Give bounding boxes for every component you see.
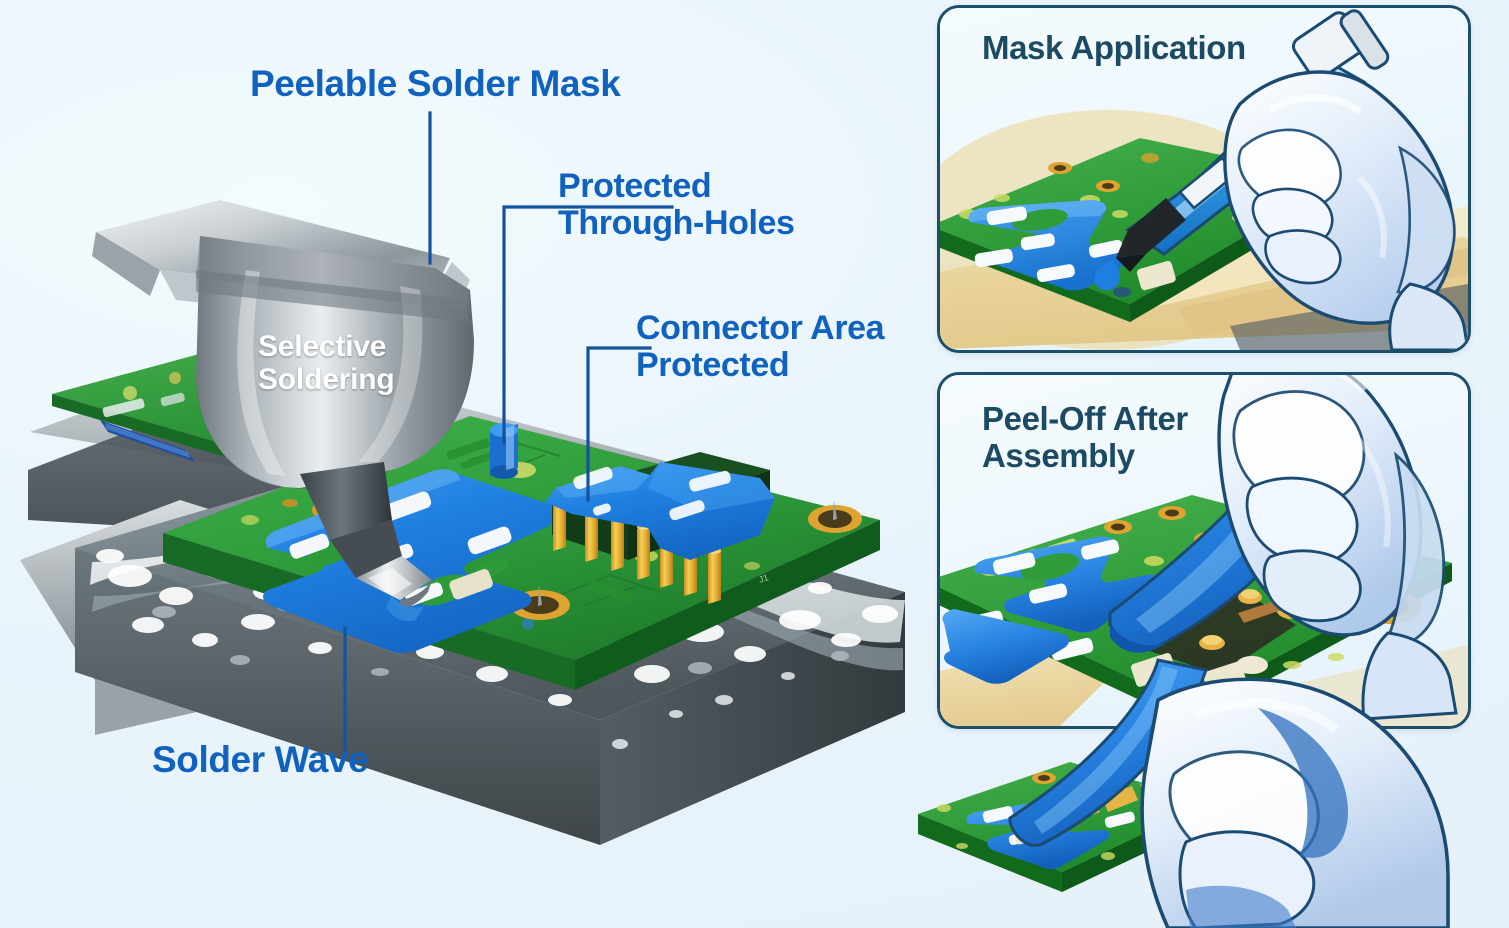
callout-leader-lines <box>343 111 674 755</box>
peel-off-artwork <box>940 375 1468 726</box>
bottom-gloved-hand <box>1140 677 1450 928</box>
panel-peel-off-after-assembly: Peel-Off After Assembly <box>937 372 1471 729</box>
svg-text:J1: J1 <box>757 572 769 585</box>
panel2-mask-remaining <box>942 536 1157 684</box>
protected-through-hole-plug <box>490 423 518 479</box>
panel-mask-application: Mask Application <box>937 5 1471 353</box>
callout-peelable-solder-mask: Peelable Solder Mask <box>250 63 621 104</box>
label-selective-soldering: Selective Soldering <box>258 330 395 396</box>
callout-connector-area-protected: Connector Area Protected <box>636 309 885 384</box>
bottom-board-group <box>918 658 1450 928</box>
protected-connector <box>545 452 775 604</box>
through-hole <box>808 500 862 533</box>
selective-soldering-head <box>92 200 474 622</box>
gloved-hand <box>1223 70 1468 350</box>
gloved-hand <box>1217 375 1458 721</box>
callout-solder-wave: Solder Wave <box>152 739 369 780</box>
callout-protected-through-holes: Protected Through-Holes <box>558 167 795 242</box>
mask-application-artwork <box>940 8 1468 350</box>
panel-title-peel-off-after-assembly: Peel-Off After Assembly <box>982 400 1188 474</box>
panel-title-mask-application: Mask Application <box>982 29 1246 66</box>
